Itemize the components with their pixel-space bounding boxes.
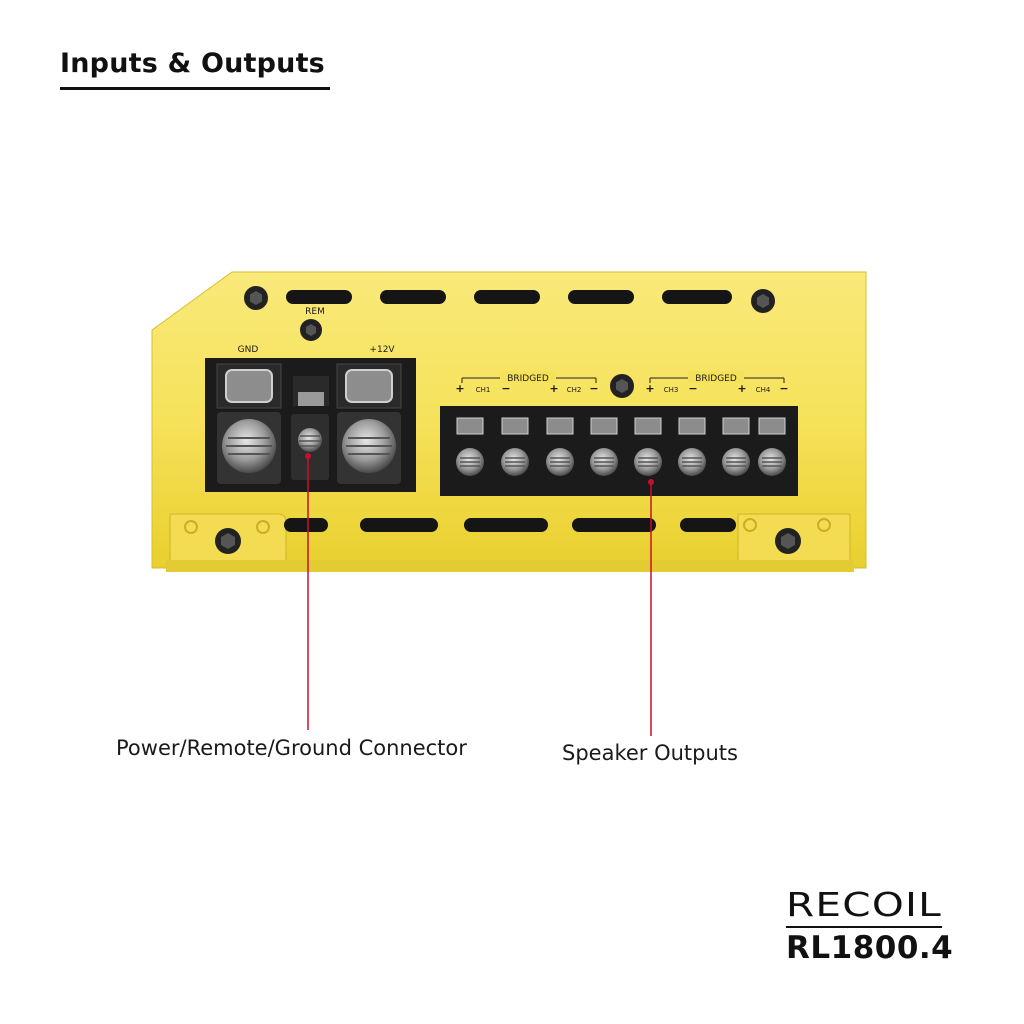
hex-screw-icon <box>300 319 322 341</box>
bottom-vents <box>284 518 736 532</box>
mount-hole-icon <box>817 518 831 532</box>
hex-screw-icon <box>610 374 634 398</box>
model-number: RL1800.4 <box>786 930 954 966</box>
top-vents <box>286 290 732 304</box>
rem-label: REM <box>305 307 325 317</box>
bridged-label: BRIDGED <box>695 374 737 384</box>
polarity-minus: − <box>779 382 788 395</box>
speaker-outputs-label: Speaker Outputs <box>562 741 738 765</box>
wire-clamp <box>546 417 574 435</box>
channel-label: CH3 <box>664 386 679 394</box>
wire-clamp <box>456 417 484 435</box>
title-underline <box>60 87 330 90</box>
power-terminal-block <box>205 358 416 492</box>
brand-logo-text: RECOIL <box>786 885 942 924</box>
hex-screw-icon <box>215 528 241 554</box>
bridged-bracket-right <box>649 371 785 383</box>
wire-clamp <box>501 417 529 435</box>
wire-clamp <box>590 417 618 435</box>
plus12v-label: +12V <box>369 345 395 355</box>
wire-clamp <box>634 417 662 435</box>
polarity-plus: + <box>645 382 654 395</box>
hex-screw-icon <box>244 286 268 310</box>
polarity-minus: − <box>501 382 510 395</box>
bridged-bracket-left <box>461 371 597 383</box>
channel-label: CH4 <box>756 386 771 394</box>
channel-label: CH2 <box>567 386 582 394</box>
wire-clamp <box>678 417 706 435</box>
recoil-logo: RECOIL <box>786 885 942 924</box>
bridged-label: BRIDGED <box>507 374 549 384</box>
polarity-minus: − <box>589 382 598 395</box>
mount-foot-base <box>166 560 854 572</box>
wire-clamp <box>758 417 786 435</box>
polarity-minus: − <box>688 382 697 395</box>
brand-underline <box>786 926 942 928</box>
channel-label: CH1 <box>476 386 491 394</box>
power-connector-label: Power/Remote/Ground Connector <box>116 736 467 760</box>
callout-line-power <box>305 453 311 730</box>
page-title: Inputs & Outputs <box>60 48 325 79</box>
gnd-label: GND <box>238 345 259 355</box>
polarity-plus: + <box>455 382 464 395</box>
speaker-terminal-block <box>440 406 798 496</box>
mount-hole-icon <box>184 520 198 534</box>
callout-line-speaker <box>648 479 654 736</box>
wire-clamp <box>722 417 750 435</box>
hex-screw-icon <box>751 289 775 313</box>
hex-screw-icon <box>775 528 801 554</box>
mount-hole-icon <box>256 520 270 534</box>
polarity-plus: + <box>737 382 746 395</box>
mount-hole-icon <box>743 518 757 532</box>
polarity-plus: + <box>549 382 558 395</box>
